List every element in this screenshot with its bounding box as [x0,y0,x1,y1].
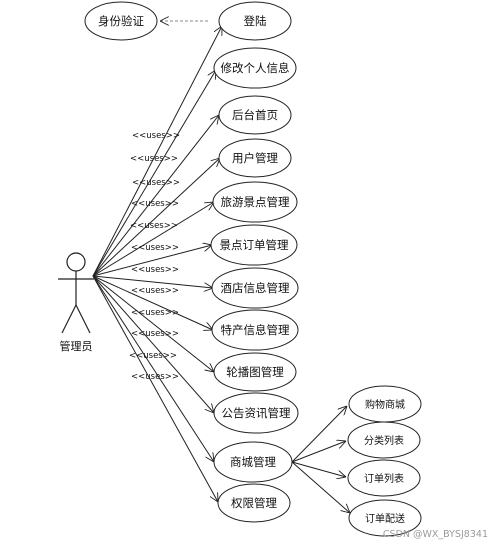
use-case-edit-profile: 修改个人信息 [213,47,297,89]
stereotype-label: <<uses>> [131,199,179,209]
use-case-specialty-management: 特产信息管理 [211,309,299,351]
stereotype-label: <<uses>> [130,221,178,231]
use-case-label: 公告资讯管理 [222,406,291,420]
stereotype-label: <<uses>> [131,265,179,275]
use-case-label: 商城管理 [230,455,276,469]
sub-case-label: 订单列表 [364,472,404,485]
use-case-hotel-management: 酒店信息管理 [211,267,299,309]
stereotype-label: <<uses>> [131,329,179,339]
sub-case-shopping-mall: 购物商城 [348,385,422,423]
sub-case-label: 分类列表 [364,434,404,447]
sub-case-order-list: 订单列表 [347,459,421,497]
actor-label: 管理员 [60,339,93,353]
use-case-mall-management: 商城管理 [213,441,293,483]
use-case-identity-verification [84,1,158,41]
mall-connectors [291,406,350,513]
use-case-label: 轮播图管理 [226,365,284,379]
stereotype-label: <<uses>> [129,351,177,361]
stereotype-labels: <<uses>> <<uses>> <<uses>> <<uses>> <<us… [129,131,180,382]
use-case-label: 特产信息管理 [221,323,290,337]
use-case-login: 登陆 [218,1,292,41]
use-case-label: 权限管理 [231,496,277,510]
stereotype-label: <<uses>> [132,131,180,141]
stereotype-label: <<uses>> [131,286,179,296]
use-case-label: 用户管理 [232,151,278,165]
use-case-dashboard: 后台首页 [218,95,292,135]
stereotype-label: <<uses>> [131,243,179,253]
use-case-attraction-management: 旅游景点管理 [212,181,298,223]
use-case-label: 酒店信息管理 [221,281,290,295]
sub-case-label: 订单配送 [365,512,405,525]
sub-case-category-list: 分类列表 [347,421,421,459]
use-case-label: 登陆 [244,14,267,28]
use-case-label: 旅游景点管理 [221,195,290,209]
use-case-identity-verification-label: 身份验证 [98,14,144,28]
sub-case-label: 购物商城 [365,398,405,411]
use-case-carousel-management: 轮播图管理 [213,352,297,392]
use-case-label: 景点订单管理 [220,238,289,252]
watermark: CSDN @WX_BYSJ8341 [383,529,488,540]
stereotype-label: <<uses>> [130,154,178,164]
stereotype-label: <<uses>> [131,308,179,318]
use-case-label: 修改个人信息 [221,61,290,75]
use-case-user-management: 用户管理 [218,138,292,178]
use-case-attraction-order-management: 景点订单管理 [210,224,298,266]
actor-figure [58,252,94,334]
stereotype-label: <<uses>> [131,372,179,382]
stereotype-label: <<uses>> [132,178,180,188]
actor-connectors [92,26,222,502]
use-case-label: 后台首页 [232,108,278,122]
sub-case-order-delivery: 订单配送 [348,499,422,537]
use-case-permission-management: 权限管理 [217,483,291,523]
use-case-news-management: 公告资讯管理 [213,392,299,434]
